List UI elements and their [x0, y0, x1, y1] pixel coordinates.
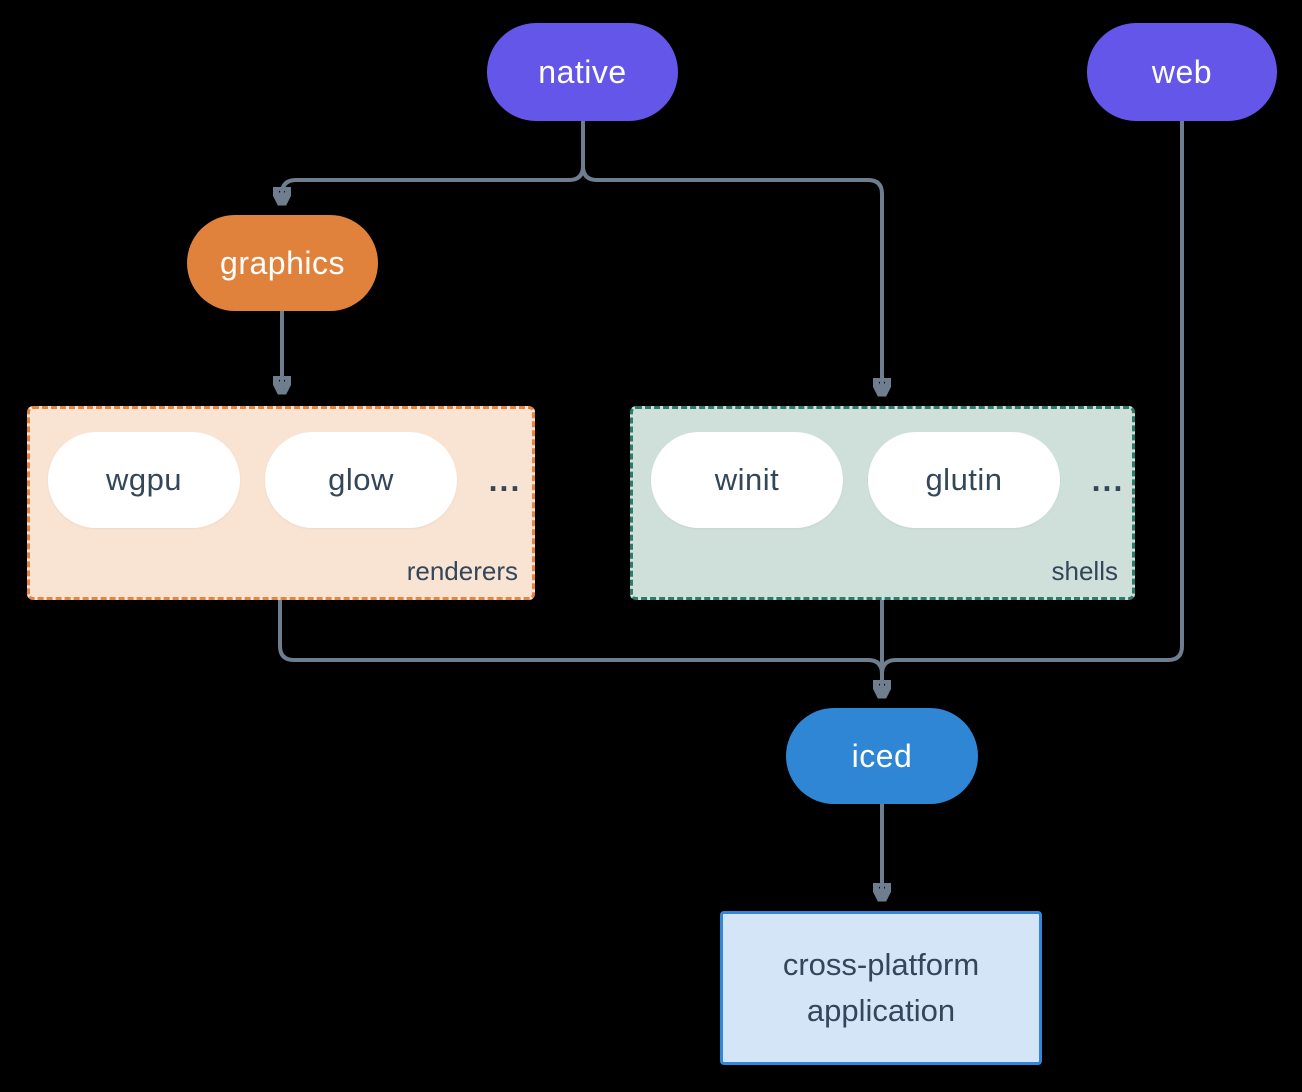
- application-label-line2: application: [806, 993, 956, 1028]
- node-iced: iced: [786, 708, 978, 804]
- renderers-ellipsis: ...: [488, 461, 522, 498]
- edge-native-to-graphics: [282, 121, 585, 201]
- node-glow-label: glow: [328, 462, 394, 497]
- node-wgpu-label: wgpu: [105, 462, 183, 497]
- group-shells: winit glutin ... shells: [630, 406, 1135, 600]
- node-winit-label: winit: [714, 462, 780, 497]
- edge-native-to-shells: [581, 121, 882, 392]
- application-label-line1: cross-platform: [782, 946, 980, 982]
- node-native: native: [487, 23, 678, 121]
- node-graphics-label: graphics: [220, 244, 345, 281]
- shells-ellipsis: ...: [1091, 461, 1125, 498]
- node-glutin-label: glutin: [925, 462, 1003, 497]
- node-web-label: web: [1151, 53, 1213, 90]
- node-winit: winit: [651, 432, 843, 528]
- node-glow: glow: [265, 432, 457, 528]
- node-cross-platform-application: cross-platform application: [720, 911, 1042, 1065]
- node-native-label: native: [538, 53, 627, 90]
- edge-renderers-to-junction: [278, 600, 884, 675]
- node-graphics: graphics: [187, 215, 378, 311]
- node-glutin: glutin: [868, 432, 1060, 528]
- shells-group-label: shells: [1051, 556, 1118, 586]
- renderers-group-label: renderers: [406, 556, 518, 586]
- node-wgpu: wgpu: [48, 432, 240, 528]
- node-web: web: [1087, 23, 1277, 121]
- group-renderers: wgpu glow ... renderers: [27, 406, 535, 600]
- node-iced-label: iced: [851, 737, 913, 774]
